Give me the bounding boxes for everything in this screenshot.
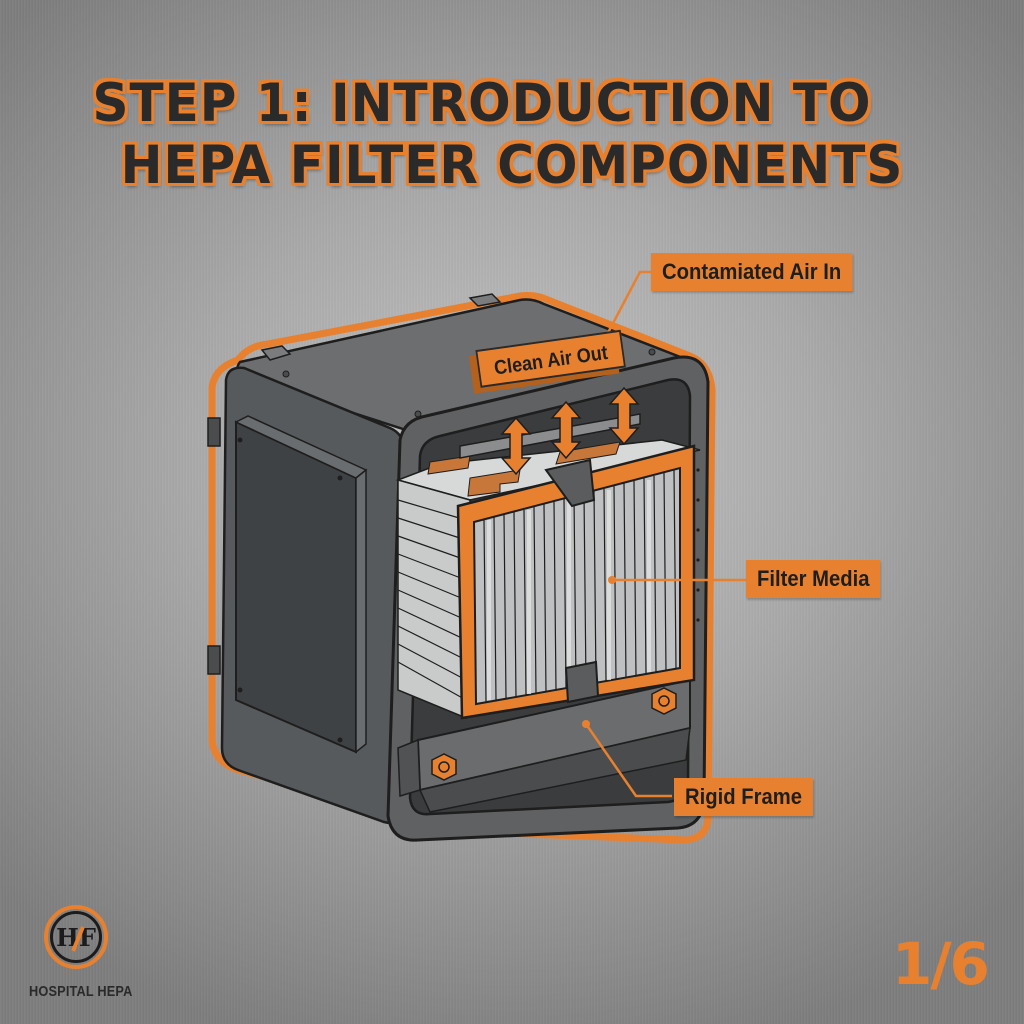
brand-logo: HF [44,905,108,969]
bottom-clip [564,660,600,704]
page-title-line-1: STEP 1: INTRODUCTION TO [92,72,872,134]
filter-side-pleats [397,479,471,720]
logo-monogram-icon: HF [50,911,102,963]
side-access-panel [235,420,357,754]
leader-lines [584,270,748,798]
airflow-arrows [500,386,640,476]
page-indicator: 1/6 [892,930,990,998]
hinge-top [207,417,221,447]
callout-contaminated-air-in: Contamiated Air In [651,253,853,291]
filter-pleats [483,469,677,703]
page-title-line-2: HEPA FILTER COMPONENTS [120,134,904,196]
frame-bottom-face [418,727,691,813]
hex-nut-right [651,687,677,715]
callout-rigid-frame: Rigid Frame [674,778,814,816]
callout-filter-media: Filter Media [746,560,881,598]
hinge-bottom [207,645,221,675]
brand-name: HOSPITAL HEPA [29,983,133,1000]
top-clip [544,458,596,508]
hex-nut-left [431,753,457,781]
